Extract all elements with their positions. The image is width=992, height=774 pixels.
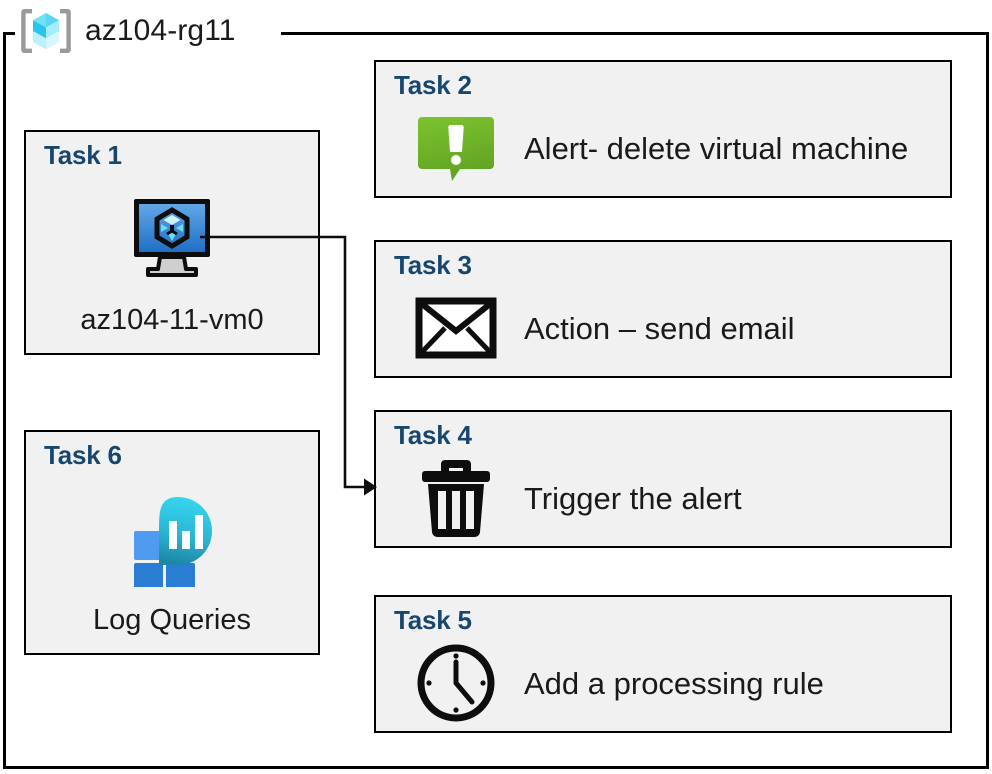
task-card-label: az104-11-vm0 <box>80 304 264 336</box>
resource-group-border-top-left <box>3 32 15 35</box>
resource-group-header: az104-rg11 <box>18 6 242 56</box>
envelope-icon <box>415 297 497 359</box>
task-card-label: Alert- delete virtual machine <box>524 130 909 166</box>
task-card-label: Action – send email <box>524 310 795 346</box>
task-card-label: Add a processing rule <box>524 665 824 701</box>
task-card-title: Task 1 <box>44 140 122 170</box>
resource-group-border-bottom <box>3 766 989 769</box>
log-analytics-icon <box>134 496 212 587</box>
task1-icon-wrap <box>26 184 318 289</box>
resource-group-border-top <box>281 32 989 35</box>
alert-exclamation-icon <box>418 117 494 181</box>
task5-row: Add a processing rule <box>414 641 940 725</box>
virtual-machine-icon <box>134 198 210 277</box>
task-card-title: Task 4 <box>394 420 472 450</box>
task-card-task3[interactable]: Task 3 Action – send email <box>374 240 952 378</box>
task-card-label: Log Queries <box>93 604 251 636</box>
trash-can-icon <box>422 460 490 537</box>
task3-icon-box <box>414 286 498 370</box>
task-card-task6[interactable]: Task 6 <box>24 430 320 655</box>
task-card-task4[interactable]: Task 4 Trigger the alert <box>374 410 952 548</box>
task3-row: Action – send email <box>414 286 940 370</box>
task5-icon-box <box>414 641 498 725</box>
task-card-task5[interactable]: Task 5 Add a processing rule <box>374 595 952 733</box>
task4-icon-box <box>414 456 498 540</box>
resource-group-border-left <box>3 32 6 769</box>
task6-icon-wrap <box>26 484 318 589</box>
clock-icon <box>417 644 495 722</box>
resource-group-cube-icon <box>21 9 71 53</box>
task-card-title: Task 5 <box>394 605 472 635</box>
task-card-title: Task 6 <box>44 440 122 470</box>
task4-row: Trigger the alert <box>414 456 940 540</box>
task2-icon-box <box>414 106 498 190</box>
task-card-title: Task 3 <box>394 250 472 280</box>
task-card-task2[interactable]: Task 2 Alert- delete virtual machine <box>374 60 952 198</box>
resource-group-title: az104-rg11 <box>85 14 236 47</box>
task-card-title: Task 2 <box>394 70 472 100</box>
resource-group-border-right <box>986 32 989 769</box>
task-card-label: Trigger the alert <box>524 480 742 516</box>
task2-row: Alert- delete virtual machine <box>414 106 940 190</box>
task-card-task1[interactable]: Task 1 <box>24 130 320 355</box>
